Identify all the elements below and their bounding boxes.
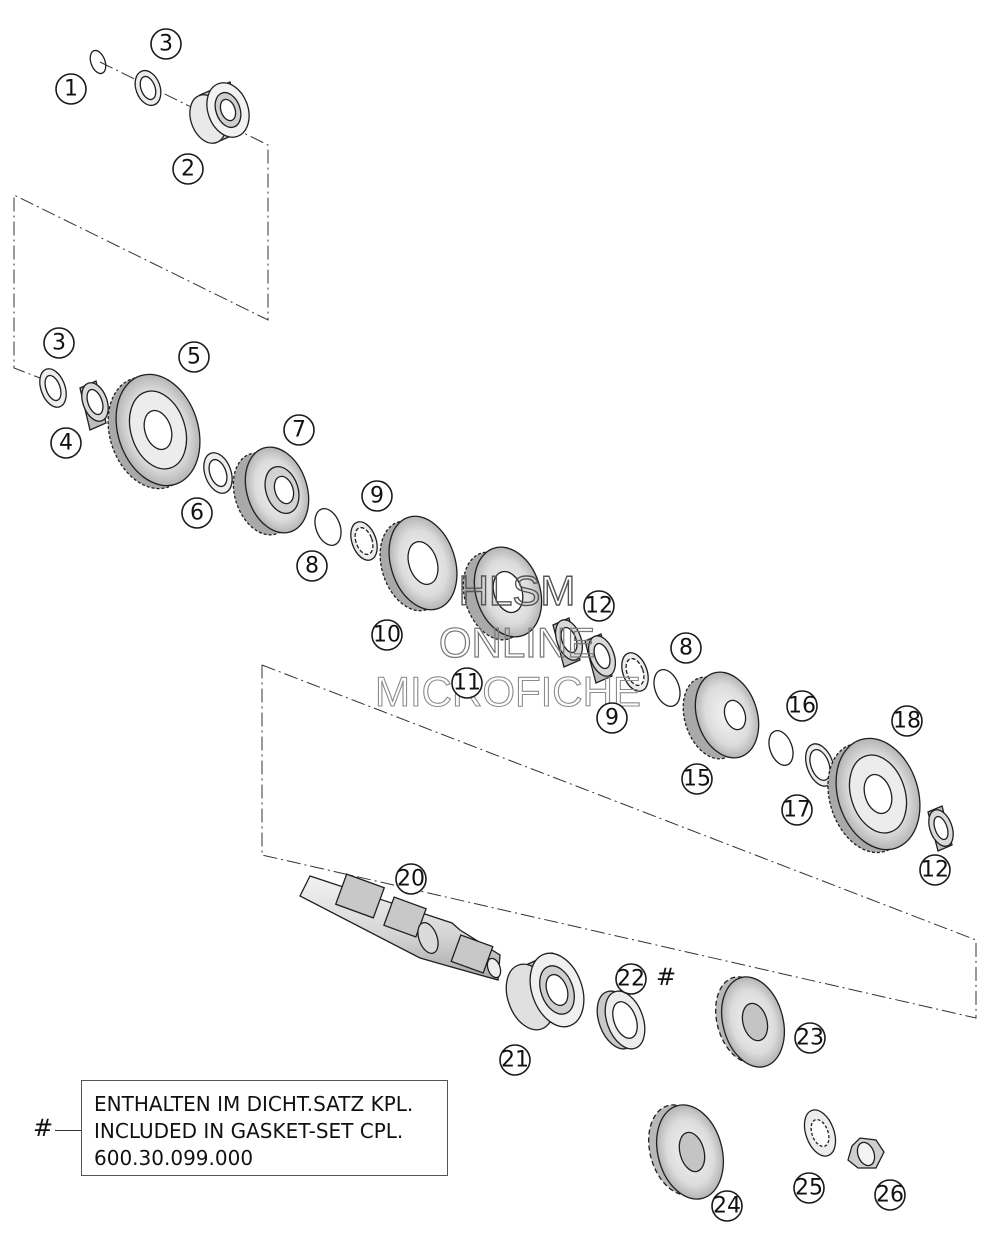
svg-text:ONLINE: ONLINE [439, 619, 595, 666]
part-ball-bearing-top [189, 81, 250, 144]
part-gear-7 [232, 446, 310, 536]
note-line-1: ENTHALTEN IM DICHT.SATZ KPL. [94, 1092, 414, 1116]
svg-text:10: 10 [373, 623, 401, 648]
callouts: 1 2 3 3 4 5 6 7 8 8 9 9 10 11 12 12 15 1… [43, 28, 951, 1222]
callout-9-b: 9 [596, 702, 628, 734]
callout-16: 16 [786, 690, 818, 722]
svg-text:15: 15 [683, 767, 711, 792]
callout-17: 17 [781, 794, 813, 826]
svg-text:12: 12 [921, 858, 949, 883]
svg-text:26: 26 [876, 1183, 904, 1208]
callout-25: 25 [793, 1172, 825, 1204]
svg-text:7: 7 [292, 418, 306, 443]
part-circlip-16 [768, 730, 794, 766]
part-gear-5 [107, 373, 201, 490]
part-splined-washer-9-b [621, 652, 649, 692]
svg-text:12: 12 [585, 594, 613, 619]
callout-10: 10 [371, 619, 403, 651]
part-shim-top [134, 69, 162, 107]
callout-24: 24 [711, 1190, 743, 1222]
callout-7: 7 [283, 414, 315, 446]
part-needle-bearing-12-c [927, 805, 954, 852]
callout-22: 22 [615, 963, 647, 995]
callout-9-a: 9 [361, 480, 393, 512]
svg-text:21: 21 [501, 1048, 529, 1073]
svg-text:25: 25 [795, 1176, 823, 1201]
part-needle-bearing-4 [79, 380, 109, 431]
svg-text:MICROFICHE: MICROFICHE [375, 668, 641, 715]
svg-text:9: 9 [370, 484, 384, 509]
callout-5: 5 [178, 341, 210, 373]
callout-23: 23 [794, 1022, 826, 1054]
callout-26: 26 [874, 1179, 906, 1211]
part-main-shaft [299, 873, 502, 981]
watermark: HLSM ONLINE MICROFICHE [374, 566, 641, 715]
part-shim-mid [39, 368, 67, 408]
gasket-marker: # [656, 963, 676, 991]
svg-text:22: 22 [617, 967, 645, 992]
svg-text:5: 5 [187, 345, 201, 370]
part-gear-11 [462, 546, 543, 641]
callout-4: 4 [50, 427, 82, 459]
svg-text:3: 3 [159, 32, 173, 57]
callout-12-b: 12 [919, 854, 951, 886]
part-shaft-seal-22 [596, 990, 646, 1050]
part-ball-bearing-21 [505, 952, 585, 1031]
part-gear-10 [379, 515, 458, 612]
svg-text:24: 24 [713, 1194, 741, 1219]
callout-21: 21 [499, 1044, 531, 1076]
callout-1: 1 [55, 73, 87, 105]
svg-text:6: 6 [190, 501, 204, 526]
callout-2: 2 [172, 153, 204, 185]
part-circlip [89, 49, 107, 75]
part-splined-washer-9-a [350, 521, 378, 561]
part-gear-18 [827, 737, 921, 854]
assembly-lines [13, 61, 977, 1019]
svg-text:1: 1 [64, 77, 78, 102]
part-shim-6 [203, 452, 233, 494]
svg-text:8: 8 [305, 554, 319, 579]
part-lock-washer-25 [803, 1109, 837, 1157]
part-ring-8-b [653, 669, 681, 707]
svg-text:23: 23 [796, 1026, 824, 1051]
callout-15: 15 [681, 763, 713, 795]
part-needle-bearing-12-b [584, 633, 617, 684]
svg-text:17: 17 [783, 798, 811, 823]
callout-12-a: 12 [583, 590, 615, 622]
svg-text:18: 18 [893, 709, 921, 734]
svg-text:9: 9 [605, 706, 619, 731]
svg-text:4: 4 [59, 431, 73, 456]
callout-20: 20 [395, 863, 427, 895]
callout-18: 18 [891, 705, 923, 737]
callout-11: 11 [451, 667, 483, 699]
callout-3-top: 3 [150, 28, 182, 60]
svg-text:11: 11 [453, 671, 481, 696]
note-line-3: 600.30.099.000 [94, 1146, 254, 1170]
part-sprocket-24 [648, 1104, 724, 1200]
callout-3-mid: 3 [43, 327, 75, 359]
callout-8-a: 8 [296, 550, 328, 582]
svg-text:16: 16 [788, 694, 816, 719]
svg-text:3: 3 [52, 331, 66, 356]
part-shim-17 [805, 743, 835, 787]
part-sprocket-23 [715, 976, 785, 1068]
part-nut-26 [847, 1137, 885, 1169]
note-line-2: INCLUDED IN GASKET-SET CPL. [94, 1119, 404, 1143]
callout-8-b: 8 [670, 632, 702, 664]
callout-6: 6 [181, 497, 213, 529]
note-box: ENTHALTEN IM DICHT.SATZ KPL. INCLUDED IN… [81, 1080, 448, 1176]
note-marker: # [33, 1114, 54, 1142]
svg-text:HLSM: HLSM [459, 567, 576, 614]
part-gear-15 [682, 671, 760, 760]
svg-text:2: 2 [181, 157, 195, 182]
note-leader-line [55, 1130, 81, 1131]
svg-text:20: 20 [397, 867, 425, 892]
part-ring-8-a [314, 508, 342, 546]
part-needle-bearing-12-a [552, 617, 584, 668]
svg-text:8: 8 [679, 636, 693, 661]
